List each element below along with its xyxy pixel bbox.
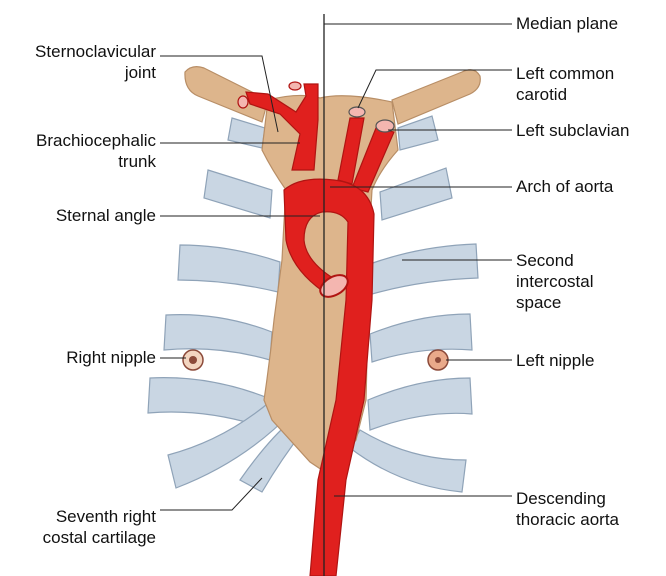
label-left-subclavian: Left subclavian xyxy=(516,120,629,141)
label-text: Left subclavian xyxy=(516,120,629,141)
cartilage-l4 xyxy=(370,314,472,362)
left-nipple xyxy=(428,350,448,370)
label-text: joint xyxy=(0,62,156,83)
label-arch-of-aorta: Arch of aorta xyxy=(516,176,613,197)
cartilage-l3 xyxy=(370,244,478,294)
label-text: thoracic aorta xyxy=(516,509,619,530)
label-brachiocephalic-trunk: Brachiocephalic trunk xyxy=(0,130,156,172)
label-text: Median plane xyxy=(516,13,618,34)
label-text: Right nipple xyxy=(0,347,156,368)
label-right-nipple: Right nipple xyxy=(0,347,156,368)
label-text: intercostal xyxy=(516,271,593,292)
label-text: carotid xyxy=(516,84,614,105)
label-text: Sternoclavicular xyxy=(0,41,156,62)
label-text: trunk xyxy=(0,151,156,172)
cartilage-l5 xyxy=(368,378,472,430)
label-second-intercostal-space: Second intercostal space xyxy=(516,250,593,313)
label-sternal-angle: Sternal angle xyxy=(0,205,156,226)
label-median-plane: Median plane xyxy=(516,13,618,34)
label-left-nipple: Left nipple xyxy=(516,350,594,371)
cartilage-r3 xyxy=(178,245,280,292)
label-left-common-carotid: Left common carotid xyxy=(516,63,614,105)
label-text: Descending xyxy=(516,488,619,509)
label-sternoclavicular-joint: Sternoclavicular joint xyxy=(0,41,156,83)
label-text: Arch of aorta xyxy=(516,176,613,197)
label-text: Seventh right xyxy=(0,506,156,527)
label-text: Left common xyxy=(516,63,614,84)
label-descending-thoracic-aorta: Descending thoracic aorta xyxy=(516,488,619,530)
cartilage-r2 xyxy=(204,170,272,218)
cartilage-l6 xyxy=(350,430,466,492)
label-text: space xyxy=(516,292,593,313)
label-seventh-right-costal-cartilage: Seventh right costal cartilage xyxy=(0,506,156,548)
label-text: costal cartilage xyxy=(0,527,156,548)
label-text: Left nipple xyxy=(516,350,594,371)
label-text: Second xyxy=(516,250,593,271)
label-text: Brachiocephalic xyxy=(0,130,156,151)
left-clavicle xyxy=(392,70,480,124)
label-text: Sternal angle xyxy=(0,205,156,226)
cartilage-r4 xyxy=(164,315,272,360)
right-nipple xyxy=(183,350,203,370)
cartilage-l2 xyxy=(380,168,452,220)
